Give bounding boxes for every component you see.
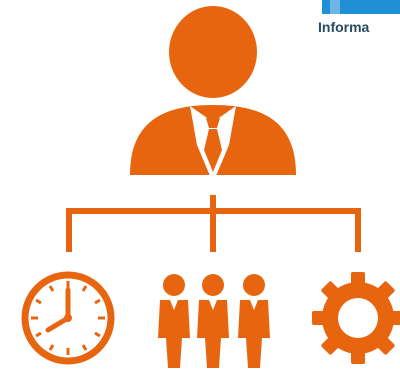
team-icon	[158, 274, 270, 368]
team-person-middle	[197, 274, 229, 368]
clock-center	[64, 314, 72, 322]
logo-mark-gap	[330, 0, 340, 14]
clock-icon	[21, 271, 115, 365]
team-person-right	[238, 274, 270, 368]
gear-icon	[312, 272, 400, 364]
gear-hole	[338, 298, 378, 338]
brand-logo: Informa	[318, 0, 400, 35]
clock-ticks	[31, 281, 105, 355]
logo-text: Informa	[318, 19, 370, 35]
connector-lines	[66, 195, 361, 252]
manager-icon	[130, 6, 296, 183]
manager-head	[169, 6, 257, 98]
team-person-left	[158, 274, 190, 368]
logo-mark	[322, 0, 400, 14]
tie-blade	[204, 129, 222, 172]
tie-knot	[206, 118, 220, 128]
